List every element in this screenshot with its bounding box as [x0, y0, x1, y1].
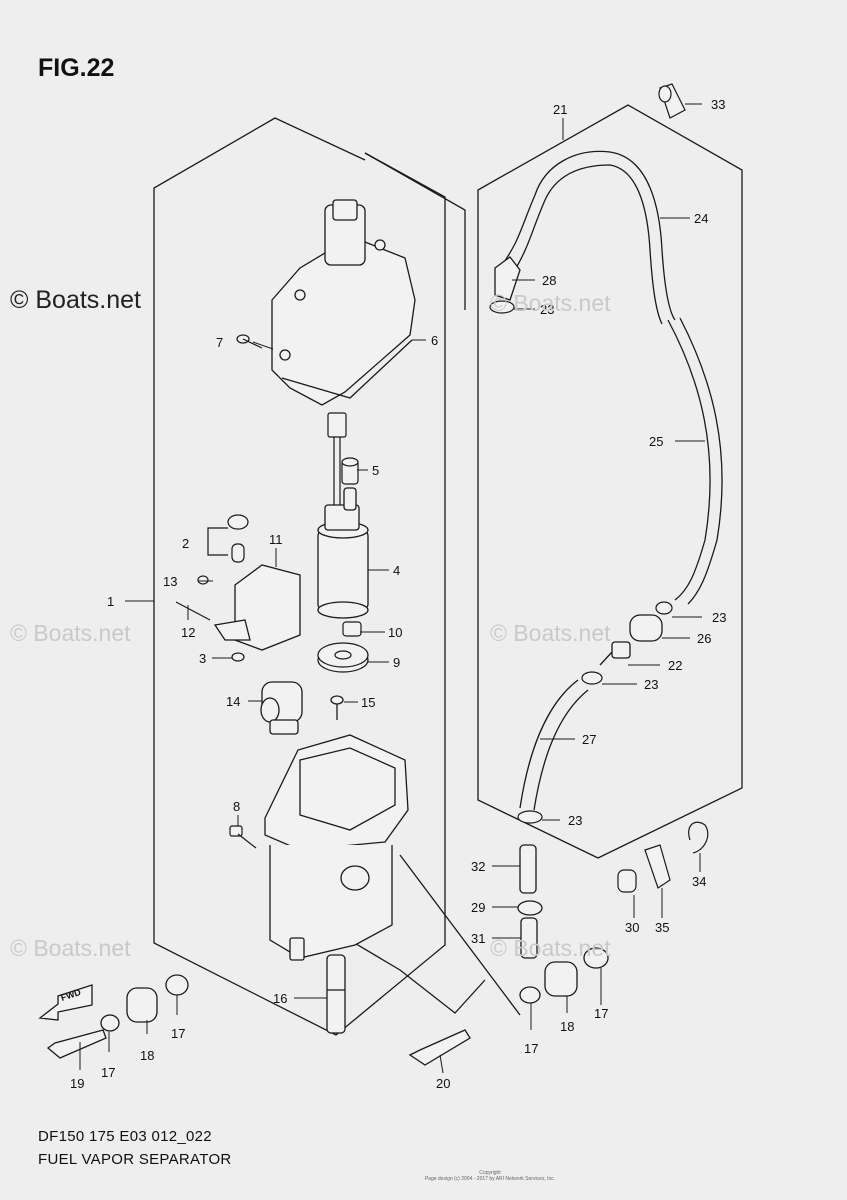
lower-link-line	[399, 854, 521, 1016]
hoses-29-31-32-part[interactable]	[517, 844, 543, 959]
callout-16: 16	[273, 991, 287, 1006]
callout-6: 6	[431, 333, 438, 348]
callout-10: 10	[388, 625, 402, 640]
callout-15: 15	[361, 695, 375, 710]
callout-2: 2	[182, 536, 189, 551]
hose-27-part[interactable]	[519, 679, 589, 811]
callout-14: 14	[226, 694, 240, 709]
callout-18a: 18	[140, 1048, 154, 1063]
callout-33: 33	[711, 97, 725, 112]
small-fasteners-part[interactable]	[175, 575, 245, 662]
callout-17b: 17	[171, 1026, 185, 1041]
screw-7-part[interactable]	[236, 334, 263, 349]
loose-parts-part[interactable]	[617, 821, 709, 893]
watermark-right-top: © Boats.net	[490, 290, 611, 316]
pump-harness-part[interactable]	[327, 412, 359, 505]
callout-35: 35	[655, 920, 669, 935]
leader-lines	[79, 103, 705, 1074]
bracket-11-part[interactable]	[213, 564, 301, 651]
callout-18b: 18	[560, 1019, 574, 1034]
mount-left-part[interactable]	[46, 974, 189, 1059]
callout-19: 19	[70, 1076, 84, 1091]
separator-cover-part[interactable]	[271, 199, 416, 406]
hose-group-outline	[477, 104, 743, 859]
callout-34: 34	[692, 874, 706, 889]
callout-27: 27	[582, 732, 596, 747]
callout-28: 28	[542, 273, 556, 288]
callout-7: 7	[216, 335, 223, 350]
callout-11: 11	[269, 532, 283, 547]
callout-26: 26	[697, 631, 711, 646]
separator-group-outline	[153, 117, 446, 1036]
callout-17c: 17	[524, 1041, 538, 1056]
diagram-name: FUEL VAPOR SEPARATOR	[38, 1151, 232, 1168]
callout-23b: 23	[712, 610, 726, 625]
forward-arrow-icon	[38, 984, 93, 1021]
callout-9: 9	[393, 655, 400, 670]
pump-filter-part[interactable]	[317, 621, 369, 673]
callout-23a: 23	[540, 302, 554, 317]
copyright-notice: Copyright Page design (c) 2004 - 2017 by…	[370, 1170, 610, 1182]
callout-labels: 1 2 3 4 5 6 7 8 9 10 11 12 13 14 15 16 1…	[70, 97, 726, 1091]
callout-4: 4	[393, 563, 400, 578]
callout-21: 21	[553, 102, 567, 117]
callout-24: 24	[694, 211, 708, 226]
watermark-left-bottom: © Boats.net	[10, 935, 131, 961]
bottom-group-line	[335, 931, 486, 1014]
callout-23c: 23	[644, 677, 658, 692]
callout-29: 29	[471, 900, 485, 915]
filter-26-part[interactable]	[599, 614, 663, 666]
watermark-main: © Boats.net	[10, 286, 141, 314]
copyright-line-1: Copyright	[479, 1170, 501, 1176]
callout-32: 32	[471, 859, 485, 874]
watermark-right-mid: © Boats.net	[490, 620, 611, 646]
callout-22: 22	[668, 658, 682, 673]
callout-31: 31	[471, 931, 485, 946]
separator-bracket-line	[364, 152, 466, 310]
grommet-2-part[interactable]	[207, 514, 249, 563]
fuel-pump-part[interactable]	[317, 487, 369, 619]
figure-title: FIG.22	[38, 54, 115, 82]
callout-1: 1	[107, 594, 114, 609]
clip-33-part[interactable]	[658, 83, 686, 119]
callout-12: 12	[181, 625, 195, 640]
hose-16-part[interactable]	[326, 954, 346, 1034]
hose-28-part[interactable]	[494, 256, 521, 301]
clamps-23-part[interactable]	[489, 300, 673, 824]
callout-30: 30	[625, 920, 639, 935]
callout-13: 13	[163, 574, 177, 589]
callout-17a: 17	[101, 1065, 115, 1080]
watermark-right-bottom: © Boats.net	[490, 935, 611, 961]
callout-5: 5	[372, 463, 379, 478]
callout-3: 3	[199, 651, 206, 666]
callout-17d: 17	[594, 1006, 608, 1021]
separator-body-part[interactable]	[264, 734, 409, 961]
callout-25: 25	[649, 434, 663, 449]
pressure-regulator-part[interactable]	[260, 681, 344, 735]
watermark-left-mid: © Boats.net	[10, 620, 131, 646]
hose-25-part[interactable]	[667, 317, 723, 605]
copyright-line-2: Page design (c) 2004 - 2017 by ARI Netwo…	[424, 1176, 556, 1182]
diagram-code: DF150 175 E03 012_022	[38, 1128, 212, 1145]
mount-center-part[interactable]	[408, 947, 609, 1066]
callout-8: 8	[233, 799, 240, 814]
callout-23d: 23	[568, 813, 582, 828]
callout-20: 20	[436, 1076, 450, 1091]
hose-24-part[interactable]	[499, 150, 676, 325]
bolt-8-part[interactable]	[229, 825, 257, 849]
